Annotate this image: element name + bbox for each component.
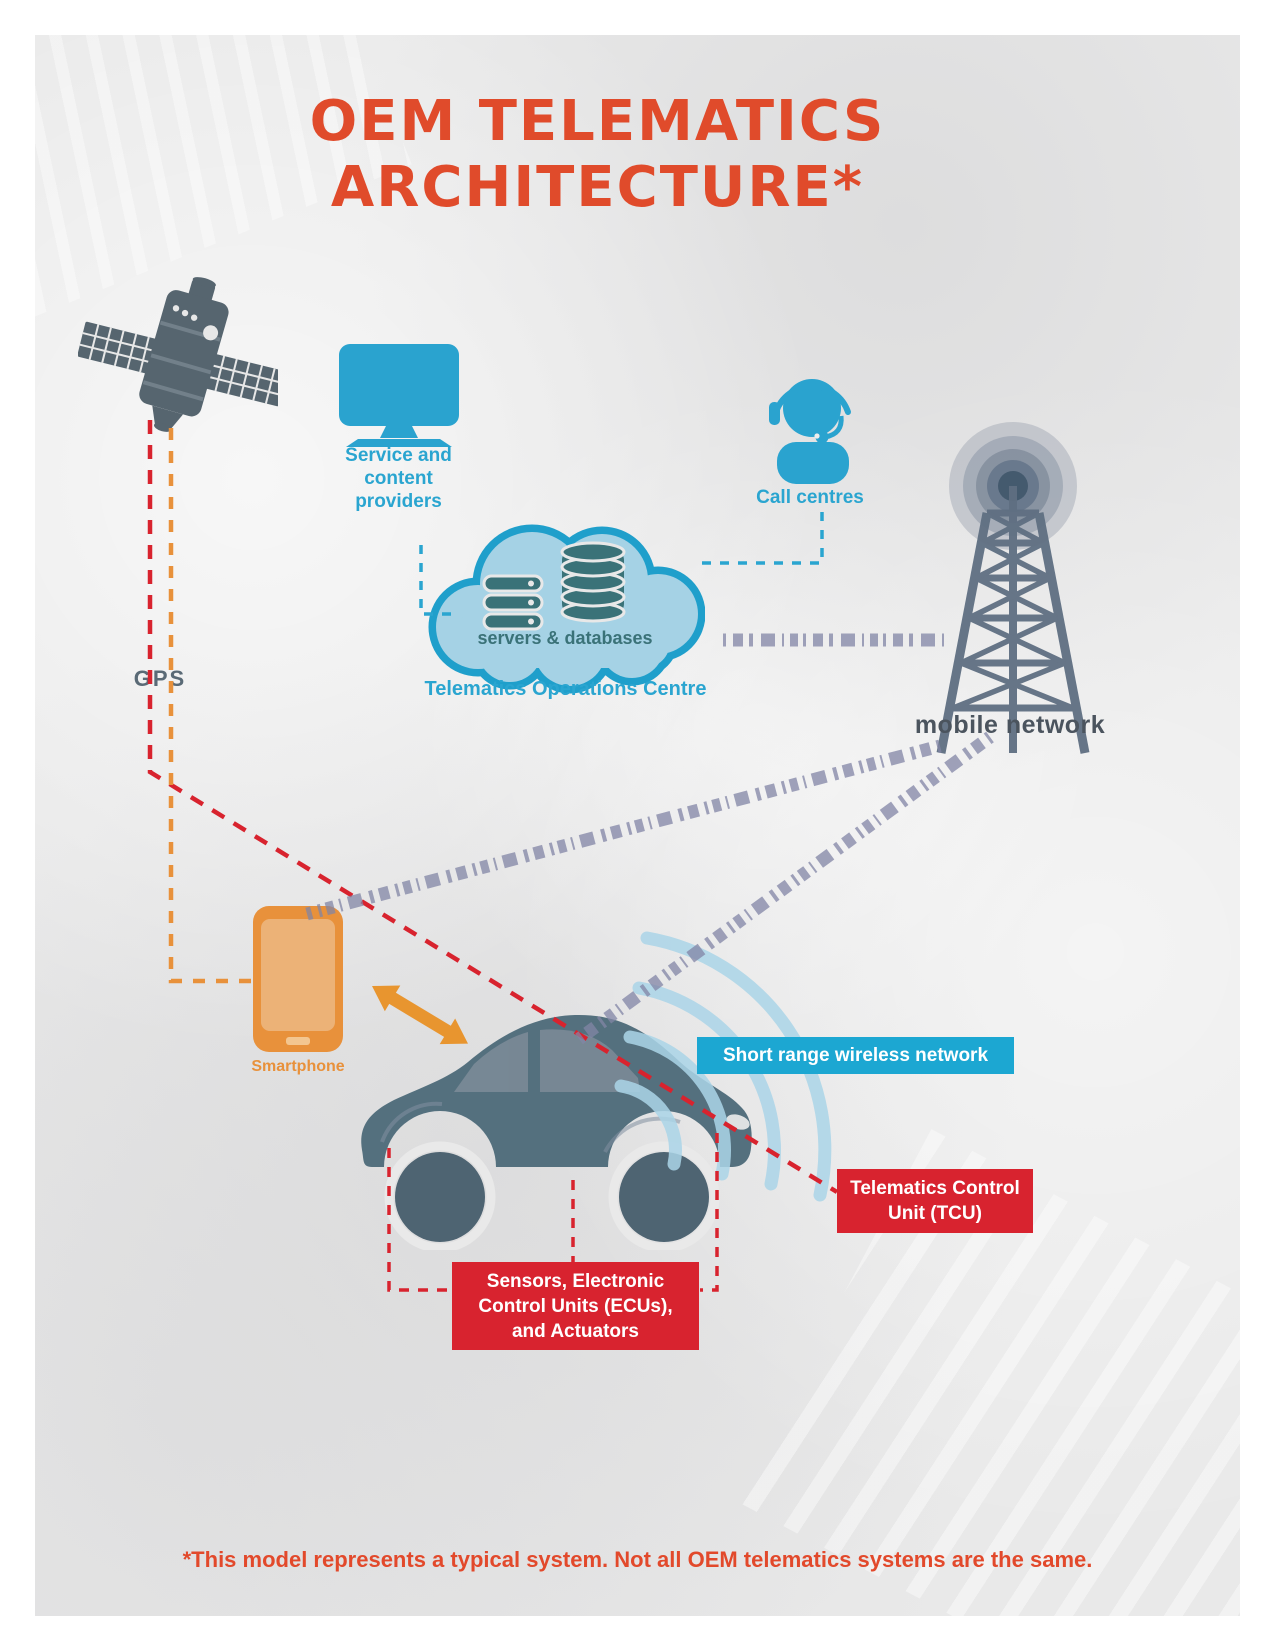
double-arrow-icon (360, 975, 490, 1060)
mobile-network-label: mobile network (914, 711, 1106, 739)
server-stack-icon (482, 574, 544, 631)
satellite-to-smartphone-orange-line (168, 428, 252, 984)
smartphone-icon (252, 905, 344, 1053)
call-centres-to-cloud-blue-line (698, 512, 824, 565)
page-title-line1: OEM TELEMATICS (309, 89, 886, 154)
satellite-body (139, 277, 229, 432)
gps-label: GPS (133, 666, 187, 691)
tower-lattice (936, 486, 1090, 754)
sensors-ecus-label-box: Sensors, Electronic Control Units (ECUs)… (452, 1262, 699, 1350)
tcu-label-box: Telematics Control Unit (TCU) (837, 1169, 1033, 1233)
tower-to-smartphone-track-line (305, 739, 942, 921)
short-range-wireless-label: Short range wireless network (722, 1044, 989, 1066)
short-range-wireless-label-box: Short range wireless network (697, 1037, 1014, 1074)
tower-to-car-track-line (571, 731, 994, 1048)
service-providers-to-cloud-blue-line (419, 545, 458, 616)
database-icon (560, 541, 626, 623)
tcu-label: Telematics Control Unit (TCU) (850, 1178, 1020, 1224)
telematics-operations-centre-label: Telematics Operations Centre (424, 678, 707, 700)
headset-agent-icon (768, 370, 860, 484)
car-front-to-sensors-red-line (700, 1133, 719, 1292)
satellite-icon (78, 272, 278, 442)
radio-tower-icon (925, 408, 1105, 768)
service-providers-label: Service and content providers (345, 445, 452, 512)
monitor-icon (336, 342, 462, 448)
car-rear-to-sensors-red-line (387, 1148, 450, 1292)
satellite-solar-panels (78, 321, 278, 407)
car-rear-wheel (395, 1152, 485, 1242)
car-windows (454, 1029, 640, 1092)
car-icon (350, 1000, 755, 1250)
smartphone-label: Smartphone (251, 1058, 345, 1075)
cloud-icon (420, 522, 705, 694)
footnote: *This model represents a typical system.… (182, 1547, 1093, 1572)
call-centres-label: Call centres (756, 487, 864, 508)
car-front-wheel (619, 1152, 709, 1242)
sensors-ecus-label: Sensors, Electronic Control Units (ECUs)… (478, 1270, 673, 1342)
gps-to-car-red-line (147, 420, 839, 1194)
page-title-line2: ARCHITECTURE* (330, 155, 865, 220)
servers-databases-label: servers & databases (477, 628, 653, 648)
